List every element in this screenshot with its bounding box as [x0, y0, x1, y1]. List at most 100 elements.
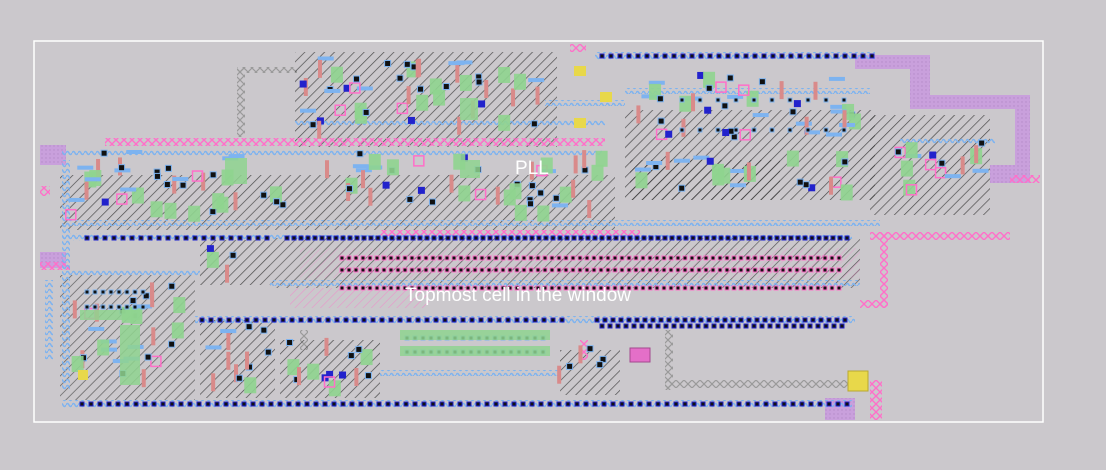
contact — [201, 235, 207, 241]
poly-gate — [746, 162, 751, 181]
contact — [347, 352, 355, 360]
contact — [319, 235, 325, 241]
active-region — [514, 204, 527, 221]
contact — [416, 255, 422, 261]
contact — [690, 235, 696, 241]
contact — [594, 317, 600, 323]
contact — [682, 267, 688, 273]
contact — [763, 401, 769, 407]
contact — [787, 267, 793, 273]
contact — [100, 304, 106, 310]
contact — [466, 401, 472, 407]
contact — [682, 401, 688, 407]
contact — [598, 285, 604, 291]
contact — [199, 317, 205, 323]
contact — [343, 317, 349, 323]
contact — [679, 97, 685, 103]
contact — [834, 317, 840, 323]
contact — [837, 235, 843, 241]
contact — [760, 235, 766, 241]
contact — [352, 317, 358, 323]
metal2-segment — [474, 188, 487, 201]
contact — [431, 235, 437, 241]
contact — [116, 304, 122, 310]
contact — [549, 267, 555, 273]
contact — [565, 401, 571, 407]
contact — [505, 317, 511, 323]
contact — [563, 267, 569, 273]
contact — [851, 53, 857, 59]
contact — [486, 285, 492, 291]
contact — [639, 323, 645, 329]
contact — [472, 267, 478, 273]
contact — [752, 255, 758, 261]
via — [343, 84, 351, 92]
contact — [703, 267, 709, 273]
via — [206, 245, 214, 253]
contact — [208, 317, 214, 323]
contact — [696, 285, 702, 291]
contact — [585, 235, 591, 241]
contact — [754, 401, 760, 407]
contact — [479, 255, 485, 261]
contact — [388, 255, 394, 261]
active-region — [513, 73, 526, 90]
contact — [675, 285, 681, 291]
contact — [451, 285, 457, 291]
contact — [437, 267, 443, 273]
metal3-routing — [40, 55, 1030, 420]
contact — [334, 317, 340, 323]
contact — [479, 285, 485, 291]
metal1-segment — [88, 326, 105, 331]
via — [929, 151, 937, 159]
metal1-segment — [635, 167, 652, 172]
contact — [549, 255, 555, 261]
poly-gate — [449, 174, 454, 193]
contact — [824, 53, 830, 59]
poly-gate — [587, 200, 592, 219]
contact — [823, 97, 829, 103]
poly-gate — [571, 179, 576, 198]
contact — [663, 323, 669, 329]
contact — [129, 235, 135, 241]
contact — [654, 285, 660, 291]
contact — [397, 317, 403, 323]
contact — [715, 127, 721, 133]
contact — [841, 158, 849, 166]
cell-name-label: PLL — [515, 158, 549, 179]
contact — [165, 235, 171, 241]
active-region — [206, 251, 219, 268]
pads — [78, 66, 869, 392]
contact — [527, 200, 535, 208]
contact — [521, 267, 527, 273]
contact — [788, 53, 794, 59]
poly-gate — [573, 155, 578, 174]
contact — [284, 235, 290, 241]
contact — [535, 285, 541, 291]
contact — [444, 255, 450, 261]
active-region — [460, 160, 480, 178]
contact — [570, 267, 576, 273]
contact — [556, 401, 562, 407]
contact — [535, 255, 541, 261]
contact — [791, 323, 797, 329]
poly-gate — [84, 181, 89, 200]
contact — [592, 235, 598, 241]
contact — [381, 267, 387, 273]
contact — [487, 317, 493, 323]
contact — [475, 401, 481, 407]
contact — [696, 255, 702, 261]
contact — [402, 285, 408, 291]
contact — [752, 267, 758, 273]
via — [808, 184, 816, 192]
contact — [93, 235, 99, 241]
contact — [164, 164, 172, 172]
contact — [92, 304, 98, 310]
contact — [298, 235, 304, 241]
metal1-segment — [944, 174, 961, 179]
contact — [507, 285, 513, 291]
contact — [384, 59, 392, 67]
contact — [704, 235, 710, 241]
contact — [339, 285, 345, 291]
